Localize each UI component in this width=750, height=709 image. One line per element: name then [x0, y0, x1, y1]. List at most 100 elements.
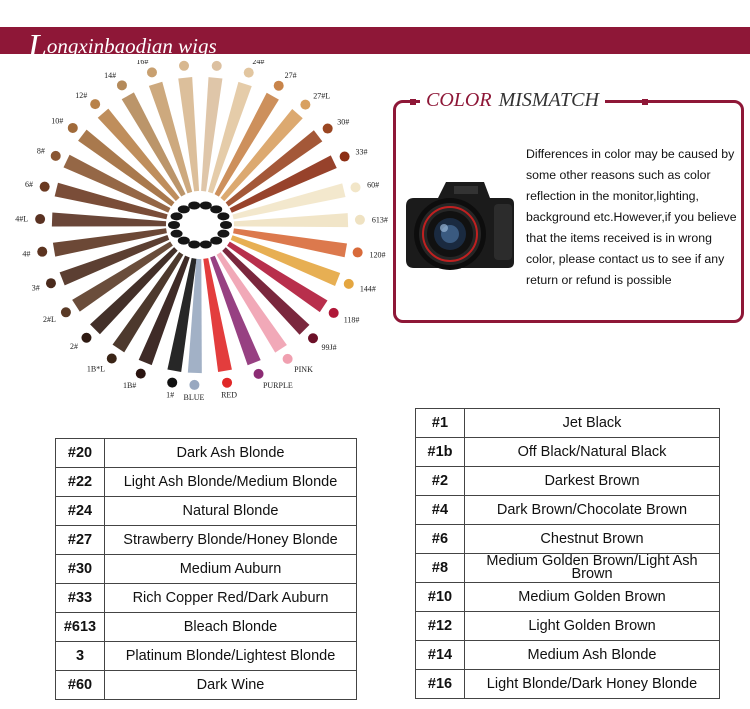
- swatch-label: 24#: [252, 60, 264, 66]
- color-swatch: [60, 307, 71, 318]
- ring-clip: [177, 236, 190, 245]
- color-swatch: [308, 333, 319, 344]
- ring-clip: [188, 240, 201, 249]
- hair-strand: [148, 81, 193, 194]
- hair-strand: [222, 247, 310, 335]
- color-name: Medium Golden Brown: [464, 582, 720, 612]
- color-swatch: [343, 278, 354, 289]
- color-name: Light Ash Blonde/Medium Blonde: [104, 467, 357, 497]
- color-code: #27: [55, 525, 105, 555]
- hair-strand: [51, 212, 167, 227]
- hair-strand: [227, 241, 328, 313]
- swatch-label: 144#: [360, 284, 376, 293]
- swatch-label: 60#: [367, 181, 379, 190]
- color-swatch: [37, 246, 48, 257]
- color-swatch: [90, 99, 101, 110]
- ring-clip: [220, 221, 232, 229]
- color-mismatch-title: COLOR MISMATCH: [420, 86, 605, 114]
- color-swatch: [81, 332, 92, 343]
- swatch-label: 33#: [355, 147, 367, 156]
- color-name: Dark Wine: [104, 670, 357, 700]
- swatch-label: 27#: [285, 71, 297, 80]
- color-swatch: [106, 353, 117, 364]
- color-name: Medium Golden Brown/Light Ash Brown: [464, 553, 720, 583]
- hair-strand: [220, 109, 303, 202]
- ring-clip: [170, 212, 183, 221]
- swatch-label: 1#: [166, 390, 174, 399]
- color-code: #22: [55, 467, 105, 497]
- color-swatch: [350, 182, 361, 193]
- ring-clip: [199, 240, 212, 249]
- swatch-label: 10#: [51, 117, 63, 126]
- hair-strand: [201, 77, 223, 192]
- swatch-label: RED: [221, 391, 237, 400]
- color-code: #16: [415, 669, 465, 699]
- color-swatch: [328, 307, 339, 318]
- swatch-label: 613#: [372, 215, 388, 224]
- hair-strand: [63, 154, 171, 213]
- color-name: Jet Black: [464, 408, 720, 438]
- ring-clip: [188, 201, 201, 210]
- color-swatch: [45, 278, 56, 289]
- ring-clip: [210, 236, 223, 245]
- hair-strand: [207, 81, 252, 194]
- color-name: Medium Ash Blonde: [464, 640, 720, 670]
- swatch-label: 2#L: [43, 315, 56, 324]
- camera-icon: [406, 182, 514, 270]
- swatch-label: 16#: [136, 60, 148, 66]
- swatch-label: BLUE: [184, 393, 205, 402]
- swatch-label: 30#: [337, 117, 349, 126]
- hair-strand: [138, 255, 190, 366]
- color-code: #4: [415, 495, 465, 525]
- ring-clip: [199, 201, 212, 210]
- color-name: Light Golden Brown: [464, 611, 720, 641]
- swatch-label: 4#L: [15, 215, 28, 224]
- color-name: Dark Ash Blonde: [104, 438, 357, 468]
- swatch-label: PINK: [294, 365, 313, 374]
- ring-clip: [217, 229, 230, 238]
- hair-strand: [54, 182, 168, 220]
- hair-strand: [203, 258, 232, 373]
- swatch-label: 2#: [70, 342, 78, 351]
- color-code: #613: [55, 612, 105, 642]
- color-swatch: [300, 99, 311, 110]
- swatch-label: 14#: [104, 71, 116, 80]
- color-name: Rich Copper Red/Dark Auburn: [104, 583, 357, 613]
- swatch-label: 1B#: [123, 381, 136, 390]
- color-name: Medium Auburn: [104, 554, 357, 584]
- color-swatch: [354, 214, 365, 225]
- hair-strand: [59, 235, 170, 286]
- swatch-label: 118#: [344, 316, 360, 325]
- color-code: #10: [415, 582, 465, 612]
- color-code: #20: [55, 438, 105, 468]
- ring-clip: [177, 205, 190, 214]
- color-code: #2: [415, 466, 465, 496]
- color-swatch: [179, 60, 190, 71]
- swatch-label: 3#: [32, 284, 40, 293]
- color-swatch: [339, 151, 350, 162]
- hair-strand: [187, 258, 202, 374]
- hair-strand: [233, 213, 349, 228]
- brand-name: ongxinbaodian wigs: [46, 34, 217, 58]
- hair-strand: [229, 155, 337, 213]
- color-name: Chestnut Brown: [464, 524, 720, 554]
- color-code: 3: [55, 641, 105, 671]
- hair-strand: [232, 183, 346, 220]
- color-code: #14: [415, 640, 465, 670]
